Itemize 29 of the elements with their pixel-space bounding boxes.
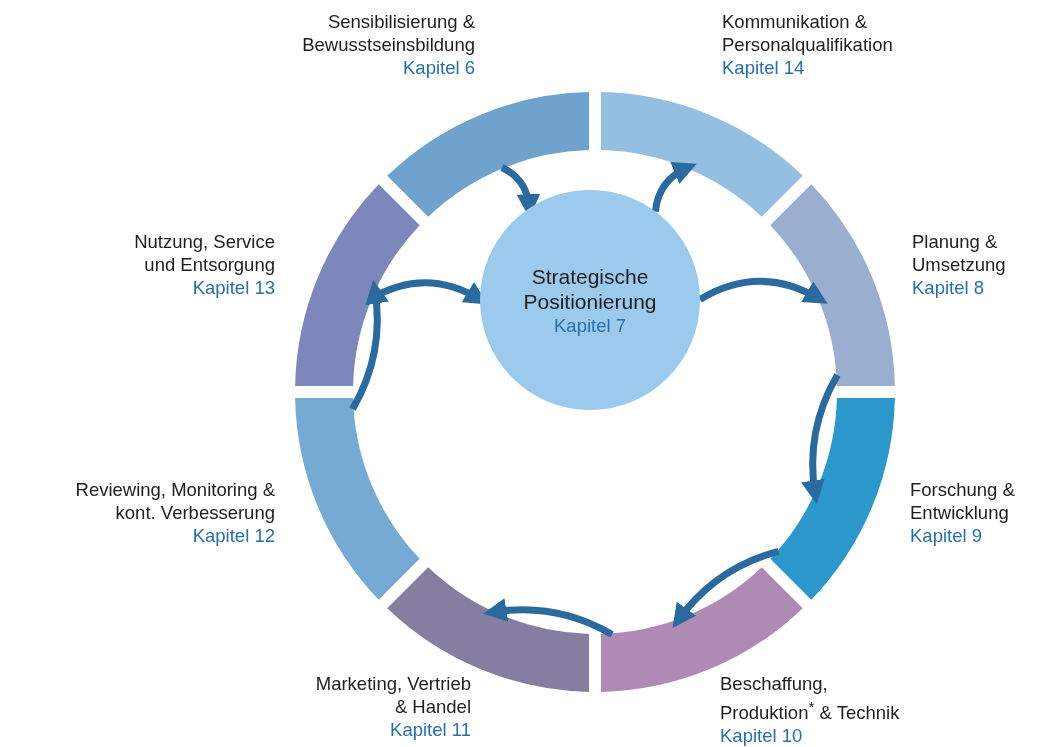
curved-arrow	[482, 598, 614, 638]
curved-arrow	[349, 279, 389, 411]
segment-label: Nutzung, Service und Entsorgung	[133, 230, 275, 276]
ring-segment	[770, 398, 895, 600]
segment-label: Reviewing, Monitoring & kont. Verbesserung	[74, 478, 275, 524]
ring-segment	[601, 92, 803, 217]
chapter-label: Kapitel 10	[720, 724, 803, 747]
segment-label: Marketing, Vertrieb & Handel	[314, 672, 471, 718]
ring-segment	[387, 92, 589, 217]
segment-label: Planung & Umsetzung	[912, 230, 1007, 276]
chapter-label: Kapitel 14	[722, 56, 805, 79]
segment-label: Sensibilisierung & Bewusstseinsbildung	[301, 10, 475, 56]
curved-arrow	[672, 548, 780, 628]
chapter-label: Kapitel 12	[192, 524, 275, 547]
curved-arrow	[801, 373, 841, 505]
chapter-label: Kapitel 11	[390, 718, 471, 741]
segment-label: Beschaffung, Produktion$^{*}$ & Technik	[720, 672, 901, 725]
chapter-label: Kapitel 8	[912, 276, 984, 299]
segment-label: Kommunikation & Personalqualifikation	[722, 10, 894, 56]
segment-label: Forschung & Entwicklung	[910, 478, 1016, 524]
ring-segment	[295, 398, 420, 600]
curved-arrow	[698, 277, 828, 304]
chapter-label: Kapitel 13	[192, 276, 275, 299]
chapter-label: Kapitel 7	[554, 313, 626, 337]
chapter-label: Kapitel 9	[910, 524, 982, 547]
center-title: Strategische Positionierung	[522, 263, 658, 314]
ring-segment	[295, 184, 420, 386]
ring-segment	[770, 184, 895, 386]
chapter-label: Kapitel 6	[403, 56, 475, 79]
